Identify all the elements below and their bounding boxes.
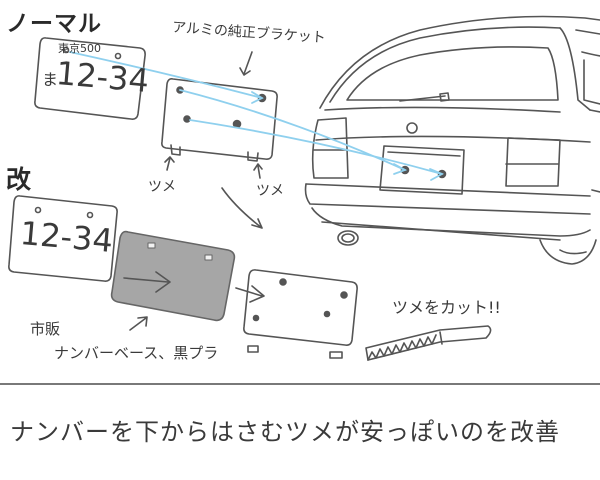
plate-normal	[34, 37, 146, 120]
guide-arrow-mid	[179, 89, 406, 171]
bracket-label-arrow	[239, 51, 253, 76]
plate-modified	[8, 195, 118, 282]
market-label-line1: 市販	[30, 320, 61, 338]
plastic-number-base	[110, 230, 265, 322]
flow-arrow	[221, 187, 263, 229]
aluminum-bracket	[161, 78, 278, 162]
normal-title: ノーマル	[6, 11, 102, 37]
caption: ナンバーを下からはさむツメが安っぽいのを改善	[10, 418, 560, 446]
car-rear	[304, 15, 600, 265]
tsume-label-right: ツメ	[256, 183, 284, 199]
market-label-arrow	[129, 316, 148, 331]
guide-arrow-upper	[69, 51, 263, 99]
plate-top-number: 12-34	[54, 54, 151, 100]
tsume-right-arrow	[253, 163, 263, 179]
plate-mid-number: 12-34	[18, 214, 115, 260]
combined-plate	[243, 269, 358, 359]
kai-title: 改	[6, 165, 32, 194]
cut-note: ツメをカット!!	[392, 298, 501, 317]
plate-top-prefix: ま	[42, 70, 59, 89]
tsume-left-arrow	[164, 156, 175, 171]
tsume-label-left: ツメ	[148, 179, 176, 195]
guide-arrow-lower	[189, 119, 443, 175]
market-label-line2: ナンバーベース、黒プラ	[54, 344, 219, 362]
saw-icon	[365, 325, 492, 361]
plate-top-region: 東京500	[58, 42, 101, 55]
